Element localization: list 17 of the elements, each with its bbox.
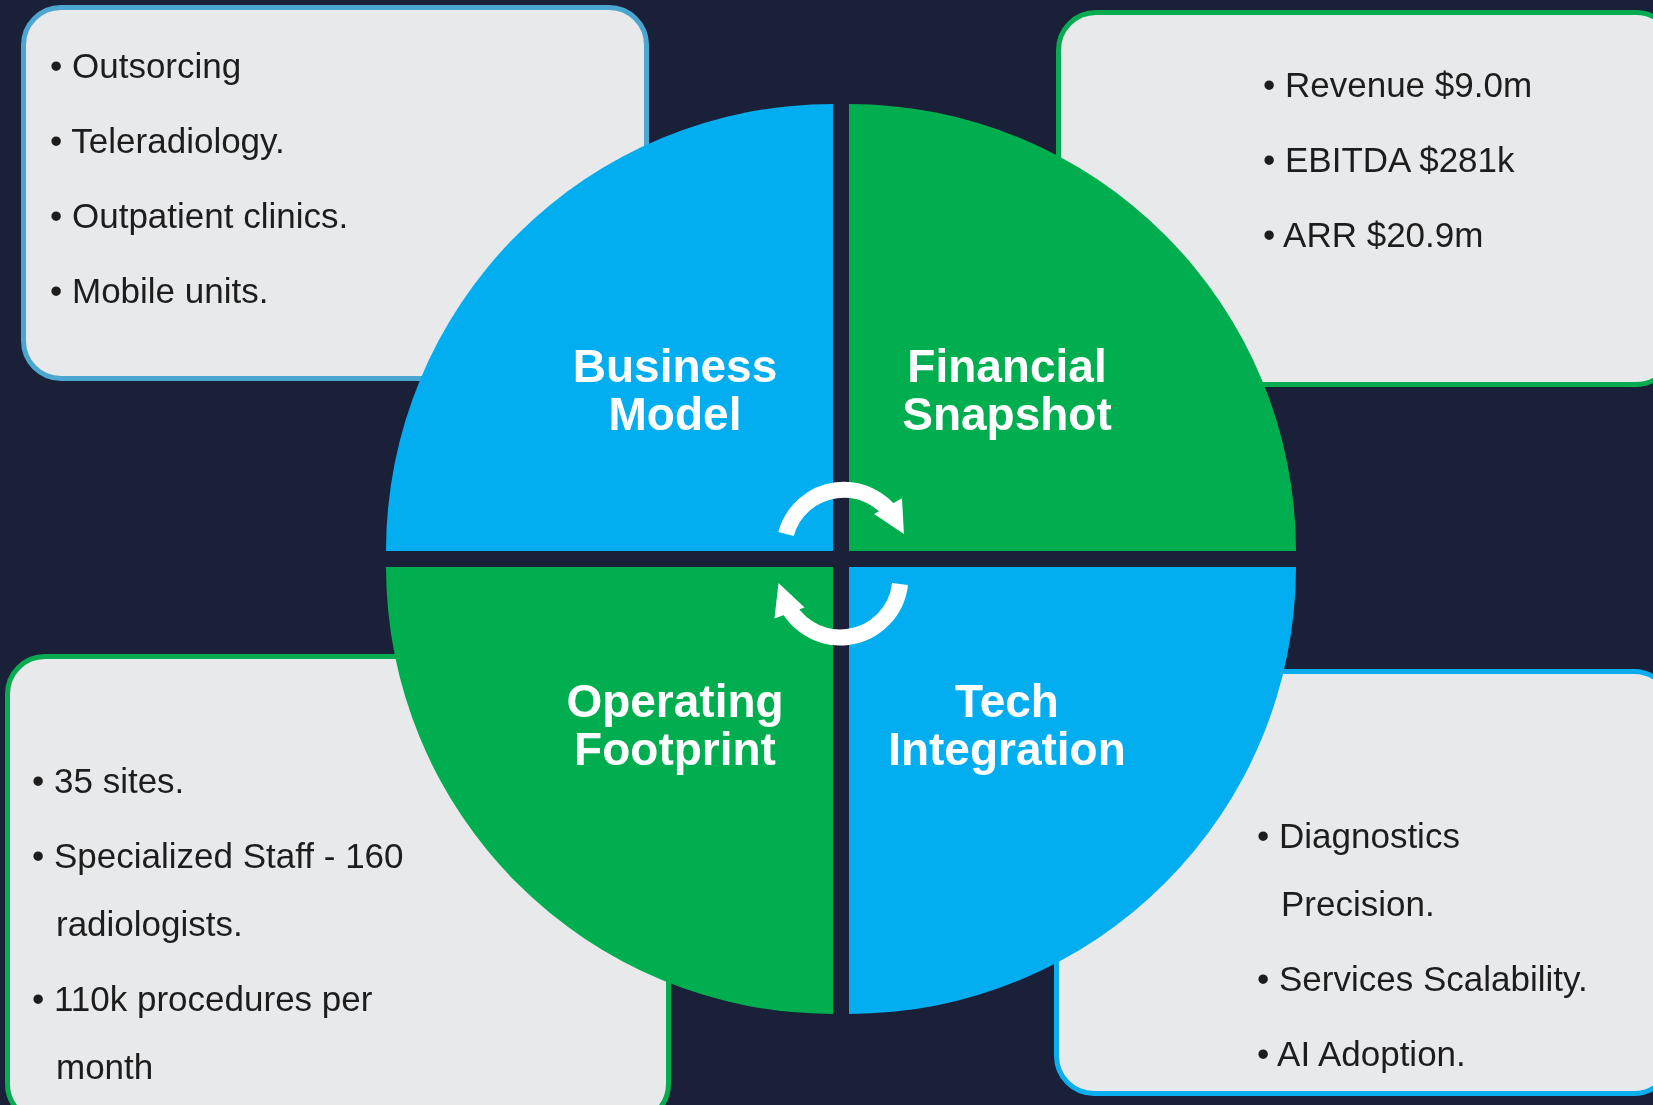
bullet-item: • Mobile units. [50, 270, 270, 312]
quadrant-title: Tech Integration [887, 676, 1127, 774]
bullet-item: • Outsorcing [50, 45, 243, 87]
bullet-item: • ARR $20.9m [1263, 214, 1485, 256]
quadrant-title: Operating Footprint [565, 676, 785, 774]
bullet-item: • AI Adoption. [1257, 1033, 1467, 1075]
bullet-item: • 35 sites. [32, 760, 186, 802]
bullet-item: • Diagnostics Precision. [1257, 815, 1461, 925]
quadrant-title: Business Model [571, 341, 779, 439]
bullet-item: • Revenue $9.0m [1263, 64, 1534, 106]
bullet-item: • Outpatient clinics. [50, 195, 350, 237]
bullet-item: • Teleradiology. [50, 120, 286, 162]
bullet-item: • Specialized Staff - 160 radiologists. [32, 835, 405, 945]
bullet-item: • EBITDA $281k [1263, 139, 1516, 181]
bullet-item: • 110k procedures per month [32, 978, 374, 1088]
quadrant-title: Financial Snapshot [901, 341, 1113, 439]
bullet-item: • Services Scalability. [1257, 958, 1589, 1000]
